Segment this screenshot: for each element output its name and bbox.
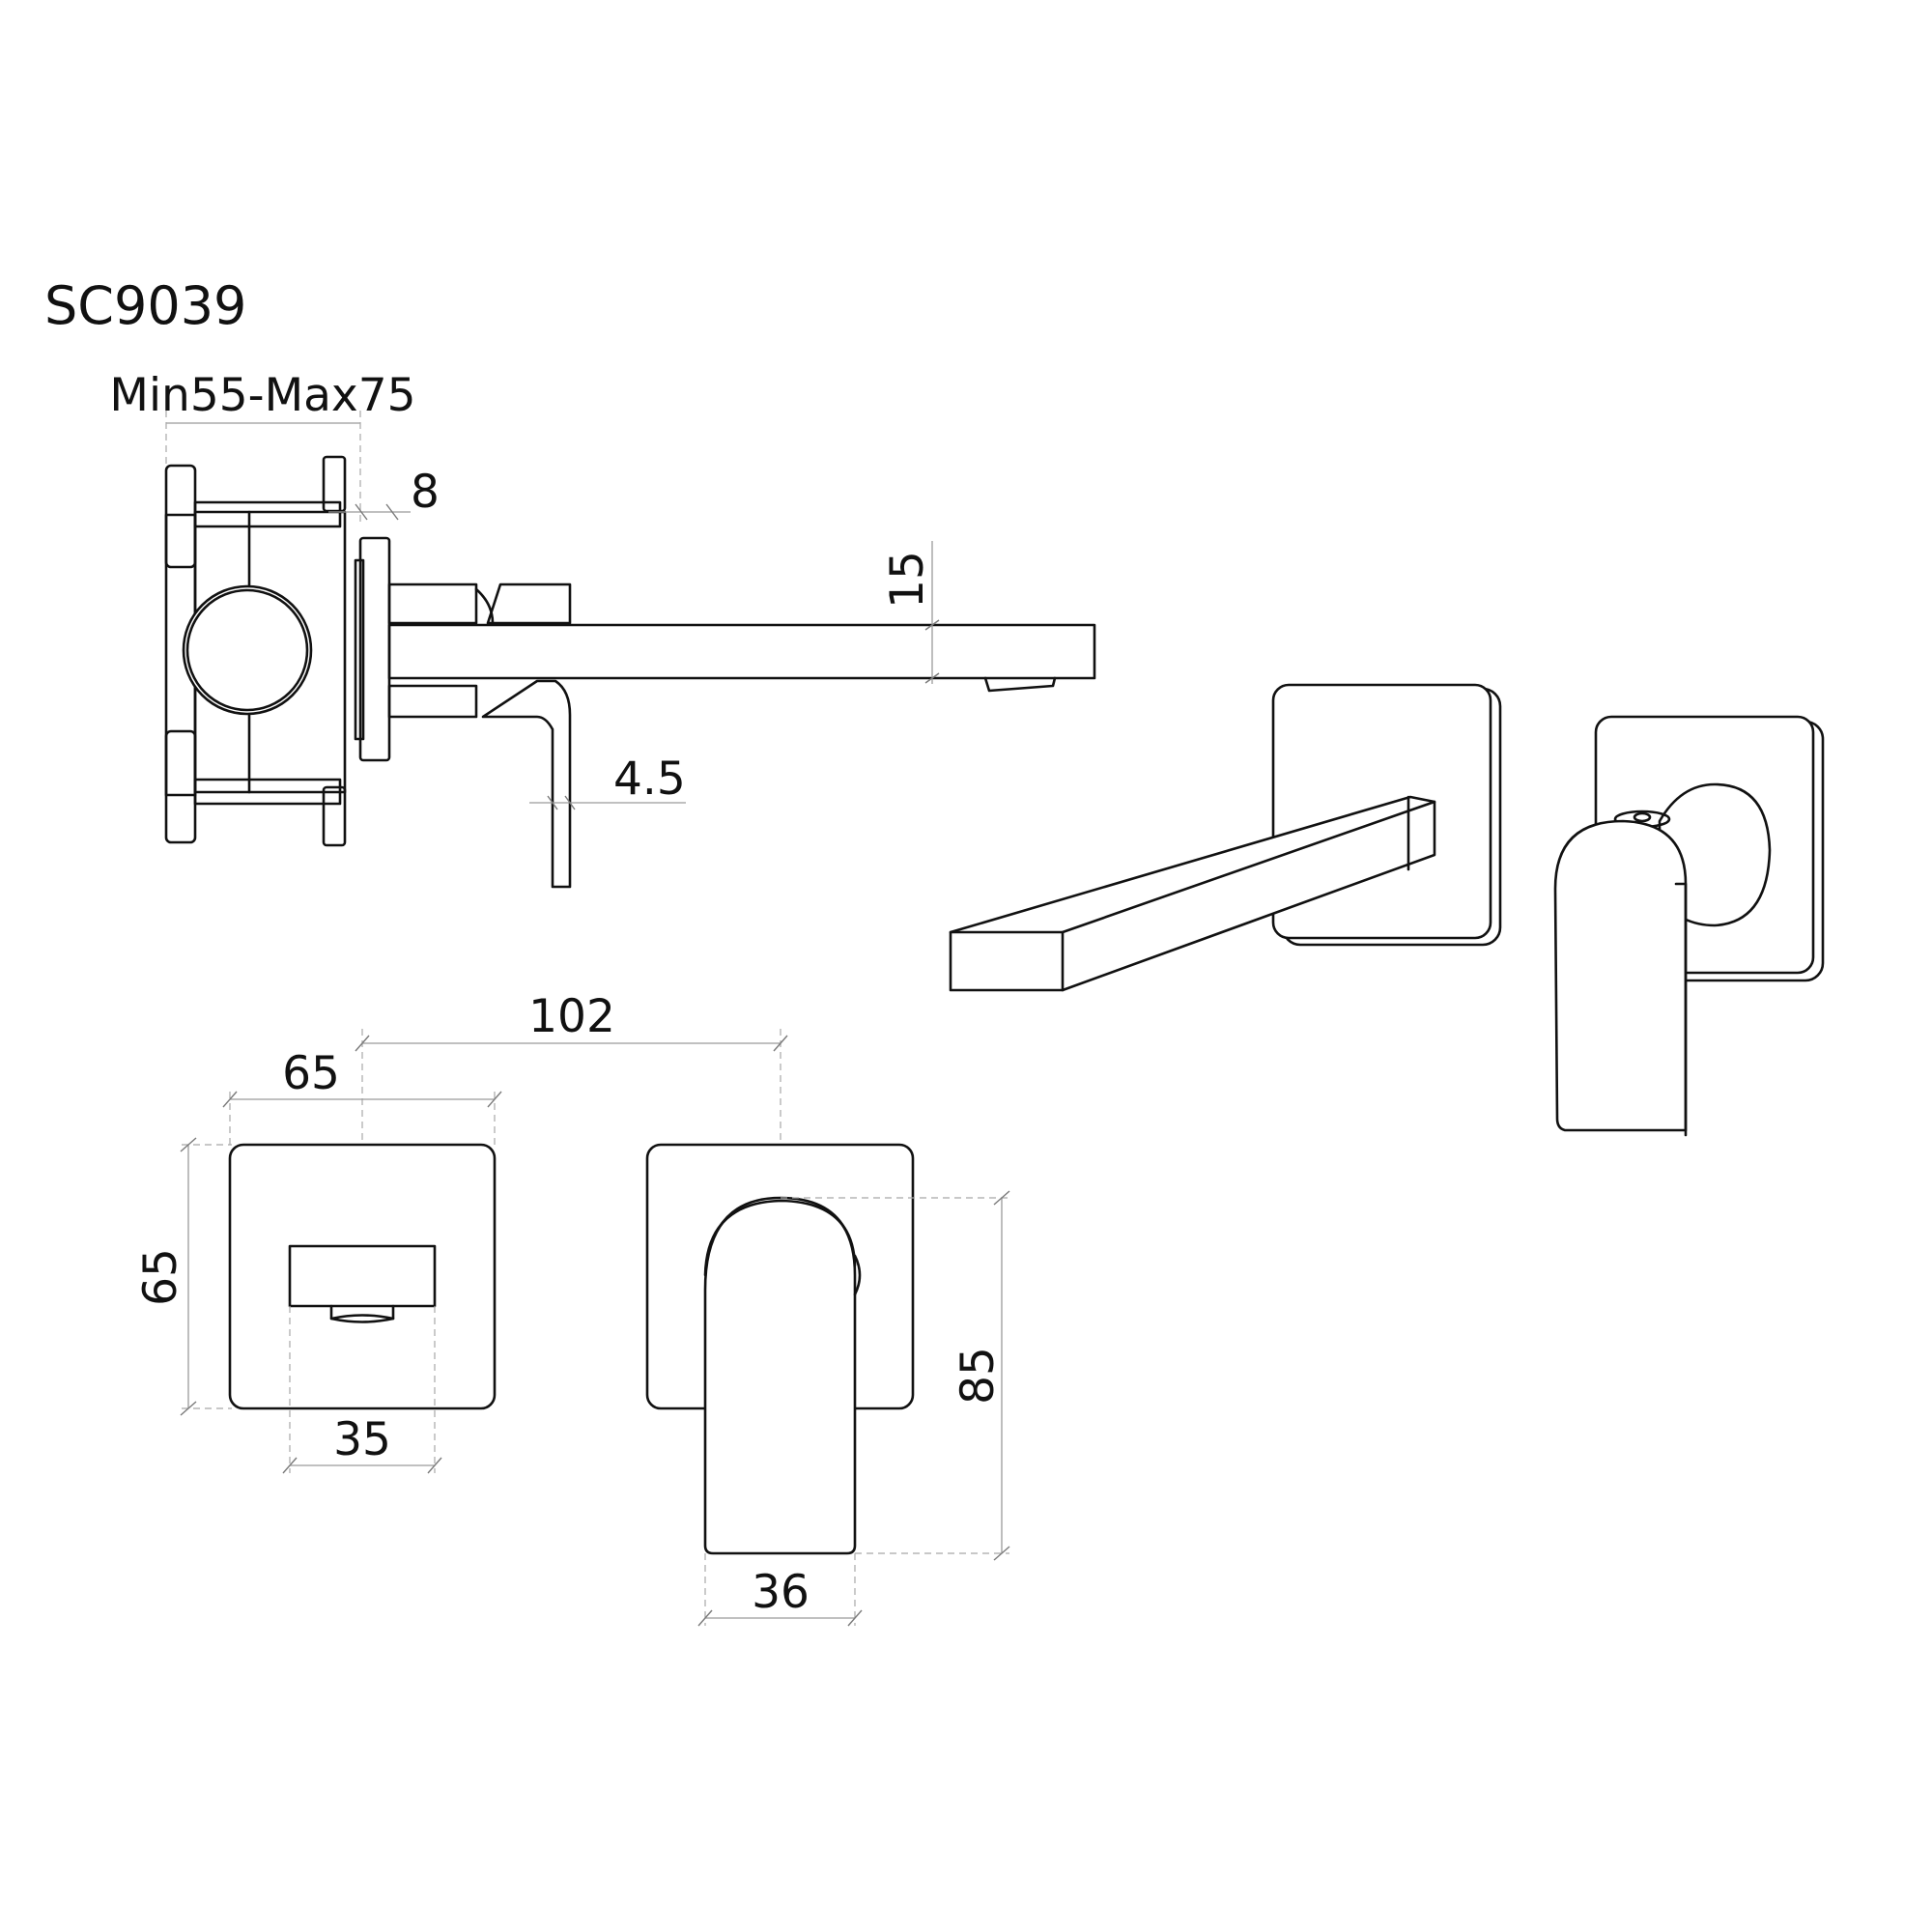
spout-side	[387, 623, 1096, 680]
plate-width-dimension: 65	[222, 1047, 502, 1150]
spout-outlet	[288, 1244, 437, 1308]
handle-width-label: 36	[752, 1566, 810, 1619]
isometric-view	[949, 683, 1825, 1137]
spout-width-label: 35	[333, 1413, 391, 1466]
spout-width-dimension: 35	[282, 1306, 442, 1474]
handle-iso	[1553, 819, 1688, 1132]
plate-height-label: 65	[134, 1248, 187, 1306]
depth-range-label: Min55-Max75	[109, 369, 415, 422]
model-number: SC9039	[44, 275, 246, 336]
cover-plate-side	[358, 536, 391, 762]
plate-thickness-label: 8	[411, 466, 440, 519]
spout-height-label: 15	[881, 551, 934, 609]
front-view-spout	[228, 1143, 497, 1410]
lever-thickness-dimension: 4.5	[529, 753, 686, 810]
handle-width-dimension: 36	[697, 1553, 863, 1627]
valve-body	[164, 455, 347, 847]
lever-thickness-label: 4.5	[613, 753, 686, 806]
center-distance-dimension: 102	[355, 990, 788, 1140]
side-view: Min55-Max75 8	[109, 369, 1096, 889]
plate-height-dimension: 65	[134, 1137, 232, 1416]
lever-side	[481, 679, 572, 889]
handle-height-label: 85	[952, 1347, 1005, 1405]
depth-range-dimension: Min55-Max75	[109, 369, 416, 522]
spout-height-dimension: 15	[881, 541, 940, 684]
front-view-handle	[645, 1143, 915, 1555]
center-distance-label: 102	[528, 990, 615, 1043]
plate-width-label: 65	[282, 1047, 340, 1100]
handle-front-view	[703, 1196, 857, 1555]
spout-plate-front-view	[228, 1143, 497, 1410]
plate-thickness-dimension: 8	[328, 466, 440, 521]
handle-height-dimension: 85	[781, 1190, 1010, 1561]
